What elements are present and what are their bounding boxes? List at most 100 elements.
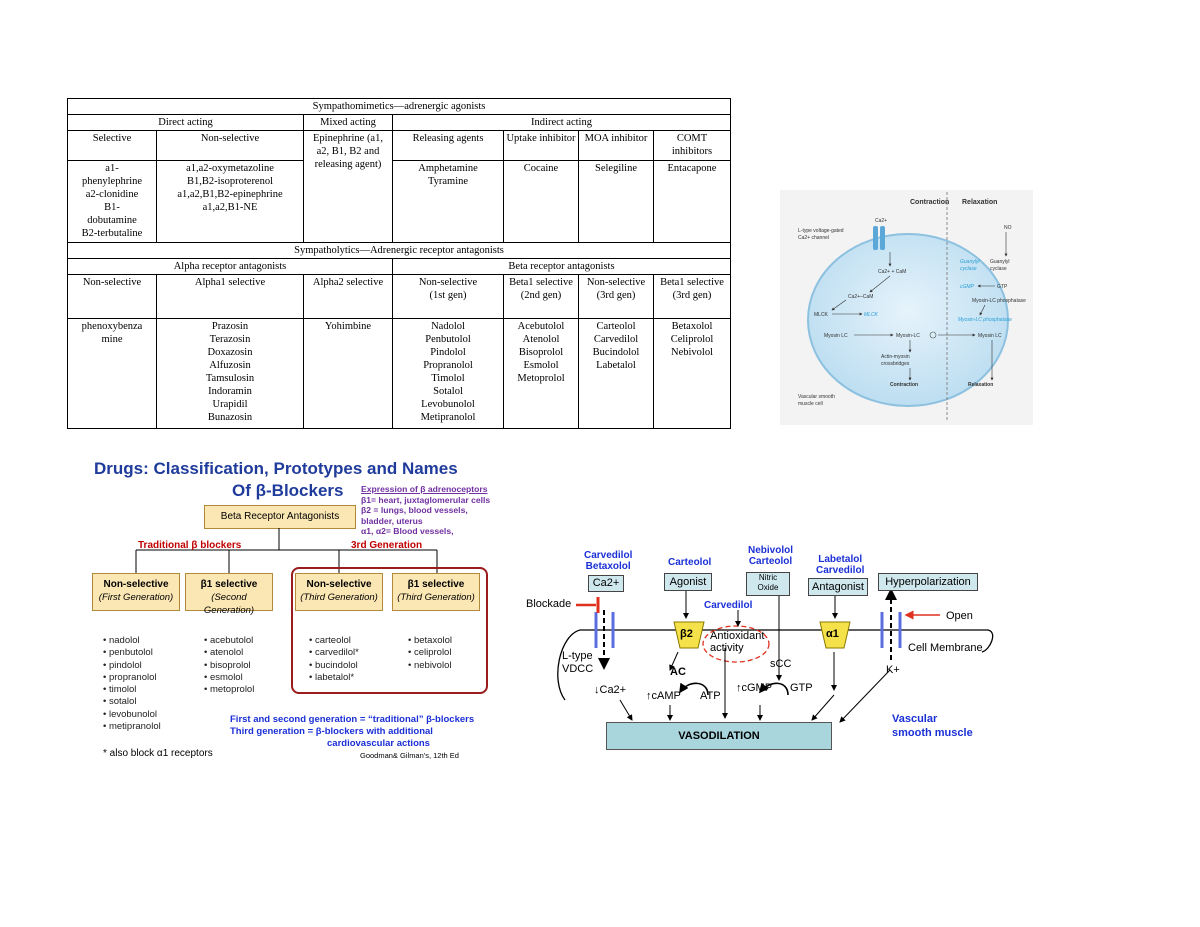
agonist-box: Agonist [664,573,712,591]
alpha1-label: α1 [826,628,839,640]
non-selective-header: Non-selective [156,130,304,161]
svg-text:MLCK: MLCK [814,312,829,318]
uptake-inhibitor-header: Uptake inhibitor [503,130,579,161]
figure-title-line2: Of β-Blockers [232,481,344,500]
svg-text:GTP: GTP [997,284,1008,290]
selective-header: Selective [67,130,157,161]
cgmp-label: ↑cGMP [736,682,773,694]
beta1-selective-3rd-header: Beta1 selective(3rd gen) [653,274,731,319]
blockade-label: Blockade [526,598,572,610]
atp-label: ATP [700,690,721,702]
svg-text:MLCK: MLCK [864,312,879,318]
moa-inhibitor-header: MOA inhibitor [578,130,654,161]
svg-text:Myosin-LC phosphatase: Myosin-LC phosphatase [958,317,1012,323]
svg-text:Myosin LC: Myosin LC [824,333,848,339]
footnote: * also block α1 receptors [103,748,213,759]
svg-text:Myosin-LC phosphatase: Myosin-LC phosphatase [972,298,1026,304]
alpha1-receptor [819,621,851,649]
svg-text:Ca2+ + CaM: Ca2+ + CaM [878,269,906,275]
expression-notes: Expression of β adrenoceptors β1= heart,… [361,484,491,536]
svg-text:muscle cell: muscle cell [798,401,823,407]
beta-antagonists-header: Beta receptor antagonists [392,258,731,275]
gtp-label: GTP [790,682,813,694]
channel-left [873,226,878,250]
tree-lines [135,528,438,573]
svg-text:cGMP: cGMP [960,284,975,290]
uptake-drug: Cocaine [503,160,579,243]
beta2-receptor [673,621,705,649]
vasodilation-lines [557,588,994,723]
cell-membrane-label: Cell Membrane [908,642,983,654]
antagonist-box: Antagonist [808,578,868,596]
third-gen-label: 3rd Generation [351,540,423,551]
svg-text:Contraction: Contraction [890,382,918,388]
alpha-antagonists-header: Alpha receptor antagonists [67,258,393,275]
svg-text:crossbridges: crossbridges [881,361,910,367]
svg-text:Myosin-LC: Myosin-LC [896,333,920,339]
beta-blocker-figure: Drugs: Classification, Prototypes and Na… [88,455,508,767]
beta1-selective-2nd-header: Beta1 selective(2nd gen) [503,274,579,319]
citation: Goodman& Gilman's, 12th Ed [360,751,459,760]
channel-right [880,226,885,250]
svg-text:NO: NO [1004,225,1012,231]
scc-label: sCC [770,658,792,670]
root-box: Beta Receptor Antagonists [204,505,356,529]
svg-text:L-type voltage-gated: L-type voltage-gated [798,228,844,234]
alpha2-selective-header: Alpha2 selective [303,274,393,319]
third-generation-frame [291,567,488,694]
list-first-gen: • nadolol• penbutolol• pindolol• propran… [103,635,161,733]
box-beta1-third: β1 selective(Third Generation) [392,573,480,611]
direct-acting-header: Direct acting [67,114,304,131]
svg-text:Guanylyl: Guanylyl [990,259,1009,265]
open-label: Open [946,610,973,622]
beta-nonselective-header: Non-selective(1st gen) [392,274,504,319]
label-carteolol: Carteolol [668,557,712,568]
box-nonselective-first: Non-selective(First Generation) [92,573,180,611]
svg-text:Myosin LC: Myosin LC [978,333,1002,339]
alpha2-drug-list: Yohimbine [303,318,393,429]
list-third-gen-beta1: • betaxolol• celiprolol• nebivolol [408,635,452,671]
camp-label: ↑cAMP [646,690,681,702]
ca-box: Ca2+ [588,575,624,592]
relaxation-title: Relaxation [962,199,997,206]
comt-drug: Entacapone [653,160,731,243]
contraction-title: Contraction [910,199,949,206]
svg-text:Ca2+: Ca2+ [875,218,887,224]
svg-text:Guanylyl: Guanylyl [960,259,980,265]
moa-drug: Selegiline [578,160,654,243]
box-beta1-second: β1 selective(Second Generation) [185,573,273,616]
svg-text:Actin-myosin: Actin-myosin [881,354,910,360]
cell-ellipse [807,233,1009,407]
box-nonselective-third: Non-selective(Third Generation) [295,573,383,611]
svg-text:cyclase: cyclase [990,266,1007,272]
alpha1-selective-header: Alpha1 selective [156,274,304,319]
label-carvedilol-mid: Carvedilol [704,600,753,611]
vasodilation-box: VASODILATION [606,722,832,750]
alpha-nonselective-header: Non-selective [67,274,157,319]
sympatholytics-title: Sympatholytics—Adrenergic receptor antag… [67,242,731,259]
kplus-label: K+ [886,664,900,676]
ac-label: AC [670,666,686,678]
list-third-gen-nonsel: • carteolol• carvedilol*• bucindolol• la… [309,635,359,683]
smooth-muscle-figure: Contraction Relaxation Ca2+ L-type volta… [780,190,1033,425]
beta2-label: β2 [680,628,693,640]
ca-down-label: ↓Ca2+ [594,684,627,696]
generation-note: First and second generation = “tradition… [230,714,475,749]
